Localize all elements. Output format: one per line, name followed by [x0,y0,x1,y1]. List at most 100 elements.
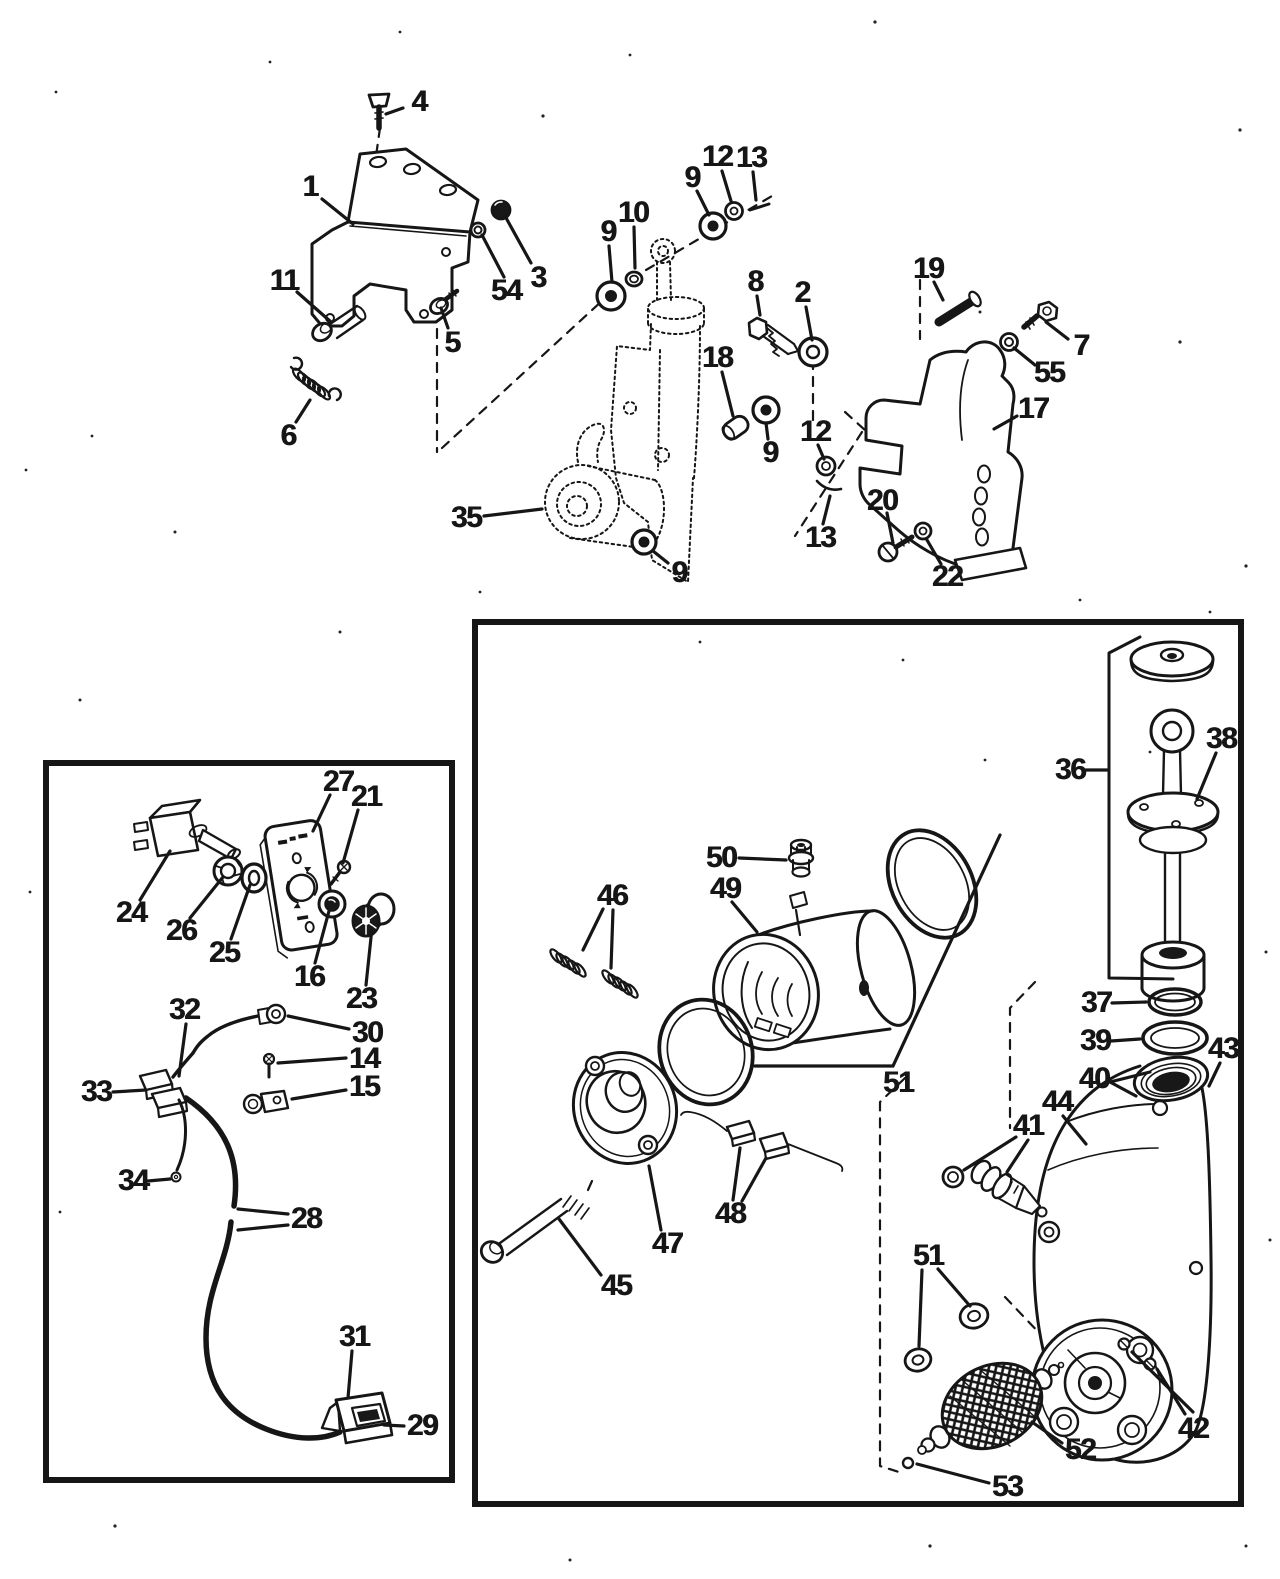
part-number-label-10-8: 10 [617,196,650,229]
washer-part-9a [595,280,627,312]
fill-neck-part-40 [1132,1055,1210,1103]
leader-line-part-12 [816,443,826,461]
leader-line-part-38 [1195,751,1218,801]
part-number-label-14-35: 14 [348,1042,381,1075]
leader-line-part-30 [286,1014,351,1031]
pin-part-13b [815,479,843,491]
nut-part-10 [624,270,644,288]
part-number-label-52-58: 52 [1064,1433,1097,1466]
part-number-label-35-24: 35 [450,501,483,534]
part-number-label-45-54: 45 [600,1269,633,1302]
leader-line-part-7 [1044,320,1070,341]
screw-part-21 [329,859,352,886]
part-number-label-17-17: 17 [1017,392,1050,425]
piston-rod-part-36 [1149,708,1195,947]
part-number-label-34-38: 34 [117,1164,150,1197]
front-o-ring-part-51 [657,997,755,1107]
cable-part-28 [183,1095,343,1441]
leader-line-part-13 [821,494,832,526]
switch-face-plate-part-27 [259,819,339,959]
leader-line-part-12 [720,169,733,203]
leader-line-part-28 [236,1223,290,1232]
leader-line-part-24 [138,849,172,902]
part-number-label-12-20: 12 [799,415,832,448]
leader-line-part-10 [632,225,637,270]
part-number-label-54-3: 54 [490,274,523,307]
leader-line-part-50 [737,856,788,862]
part-number-label-30-34: 30 [351,1016,384,1049]
bolt-part-7 [1021,300,1059,330]
part-number-label-18-18: 18 [701,341,734,374]
stern-bracket-part-17 [858,340,1028,582]
part-number-label-49-45: 49 [709,872,742,905]
screw-part-14 [262,1052,276,1079]
scan-noise-dots [24,20,1272,1562]
leader-line-part-9 [764,421,770,441]
rear-o-ring-part-51 [885,828,979,940]
part-number-label-36-42: 36 [1054,753,1087,786]
grommet-part-16 [317,889,347,919]
part-number-label-4-0: 4 [411,85,428,118]
motor-and-cylinder-parts-box [472,619,1244,1507]
part-number-label-13-11: 13 [735,141,768,174]
leader-line-part-48 [731,1146,742,1202]
part-number-label-28-39: 28 [290,1202,323,1235]
mount-screw-part-4 [367,92,391,131]
part-number-label-37-48: 37 [1080,986,1113,1019]
leader-line-part-2 [804,305,814,342]
part-number-label-32-33: 32 [168,993,201,1026]
washer-part-9c [630,528,658,556]
mount-bracket-part-1 [310,147,480,328]
leader-line-part-43 [1207,1061,1222,1088]
leader-line-part-18 [720,370,735,418]
rod-flange-part-38 [1126,791,1220,855]
leader-line-part-5 [439,306,450,330]
o-ring-part-39 [1141,1020,1209,1056]
motor-end-cap-part-47 [571,1051,679,1165]
leader-line-part-39 [1109,1037,1142,1043]
part-number-label-9-7: 9 [600,215,617,248]
leader-line-part-19 [932,280,945,302]
leader-line-part-53 [915,1462,991,1485]
terminal-fitting-part-50 [787,838,815,878]
leader-line-part-51 [936,1267,972,1308]
leader-line-part-54 [480,233,506,279]
washer-part-2 [797,336,829,368]
washer-part-9b [698,211,728,241]
washer-part-9d [751,395,781,425]
connector-part-33 [138,1051,195,1119]
part-number-label-15-36: 15 [348,1070,381,1103]
pin-part-13a [748,202,771,212]
leader-line-part-9 [607,244,614,284]
part-number-label-2-13: 2 [794,276,811,309]
part-number-label-23-32: 23 [345,982,378,1015]
leader-line-part-41 [1005,1138,1030,1174]
screw-part-20 [877,534,915,563]
leader-line-part-40 [1108,1070,1152,1084]
leader-line-part-1 [320,197,355,226]
check-ball-part-53 [901,1456,915,1470]
leader-line-part-32 [177,1022,188,1078]
washer-part-12a [724,201,744,221]
leader-line-part-14 [276,1056,348,1065]
leader-line-part-21 [341,808,360,865]
electrical-parts-box [43,760,455,1483]
part-number-label-12-10: 12 [701,140,734,173]
leader-line-part-44 [1061,1114,1088,1146]
part-number-label-26-29: 26 [165,914,198,947]
thrust-washers-part-51 [903,1302,990,1373]
lag-screw-part-8 [747,316,800,357]
leader-line-part-27 [311,793,332,833]
leader-line-part-37 [1110,1000,1148,1005]
leader-line-part-25 [229,883,252,941]
part-number-label-42-60: 42 [1177,1412,1210,1445]
part-number-label-48-56: 48 [714,1197,747,1230]
o-ring-part-37 [1147,987,1203,1017]
part-number-label-47-55: 47 [651,1227,684,1260]
part-number-label-22-23: 22 [931,560,964,593]
leader-line-part-46 [581,907,605,952]
pivot-bolt-part-11 [311,304,367,343]
cable-clamp-part-15 [242,1089,290,1115]
through-bolt-part-45 [479,1179,594,1264]
washer-part-12b [815,455,837,477]
